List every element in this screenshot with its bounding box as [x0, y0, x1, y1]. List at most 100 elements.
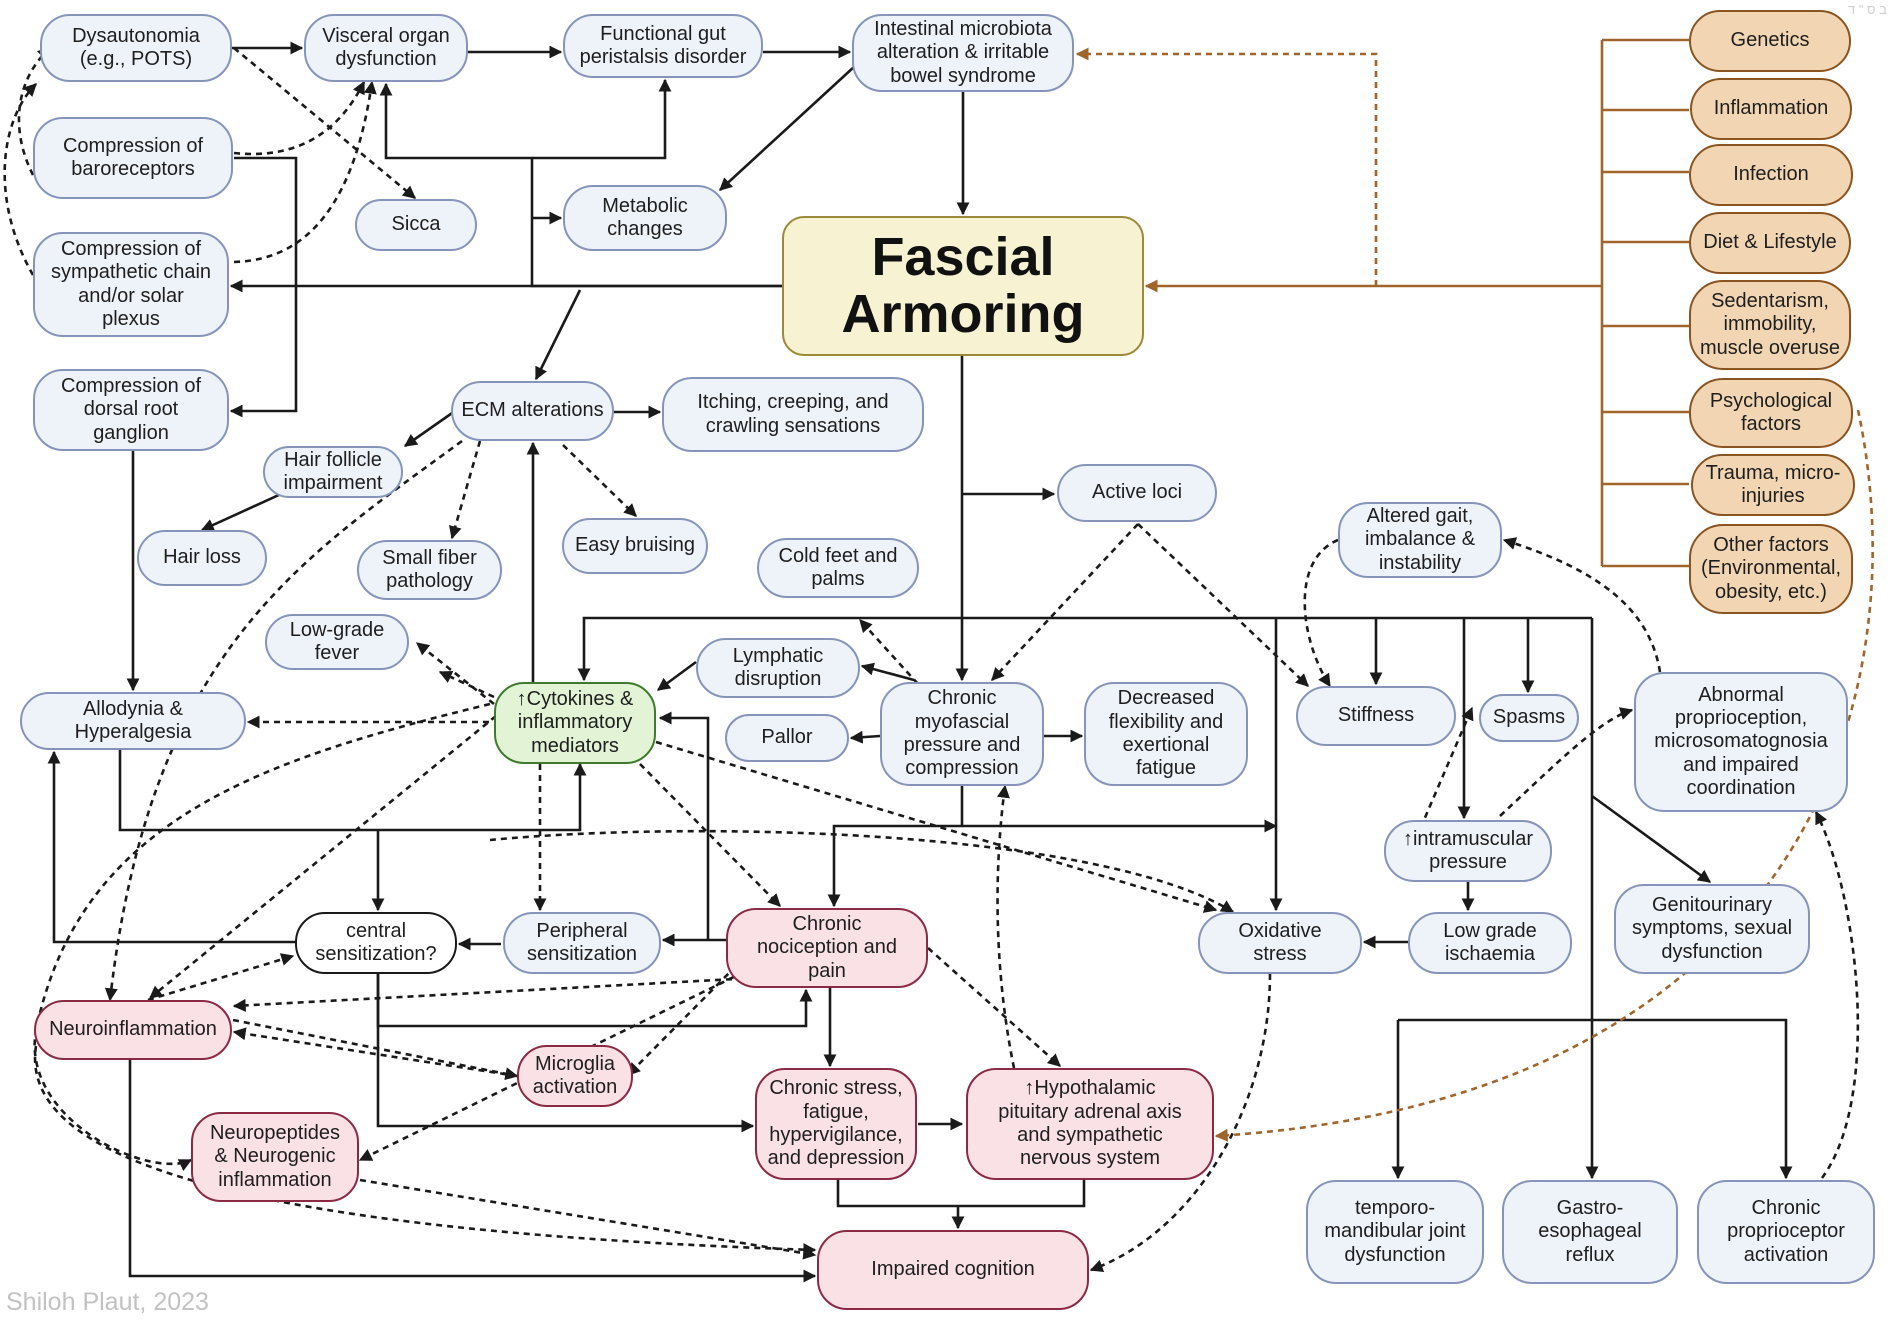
connector-69 [627, 965, 737, 1076]
connector-22 [448, 440, 482, 540]
connector-7 [532, 78, 672, 160]
connector-20 [403, 409, 456, 448]
connector-36 [991, 523, 1139, 681]
connector-74 [128, 1060, 817, 1283]
factor-6: Psychological factors [1689, 378, 1853, 448]
factor-3: Infection [1689, 144, 1853, 206]
connector-28 [415, 641, 495, 706]
connector-13 [17, 47, 51, 176]
factor-2: Inflammation [1690, 78, 1852, 140]
node-chronic-noci: Chronic nociception and pain [726, 908, 928, 988]
node-genitourinary: Genitourinary symptoms, sexual dysfuncti… [1614, 884, 1810, 974]
connector-18 [534, 289, 582, 381]
connector-10 [229, 156, 298, 418]
connector-12 [3, 83, 37, 276]
factor-4: Diet & Lifestyle [1689, 212, 1851, 274]
node-tmj: temporo- mandibular joint dysfunction [1306, 1180, 1484, 1284]
connector-38 [1303, 538, 1339, 688]
node-active-loci: Active loci [1057, 464, 1217, 522]
connector-62 [1499, 707, 1634, 817]
connector-95 [1075, 47, 1378, 286]
node-chronic-stress: Chronic stress, fatigue, hypervigilance,… [755, 1068, 917, 1180]
node-altered-gait: Altered gait, imbalance & instability [1338, 502, 1502, 578]
node-visceral: Visceral organ dysfunction [304, 14, 468, 82]
connector-31 [656, 660, 697, 692]
connector-lines [3, 38, 1874, 1283]
connector-52 [47, 750, 295, 944]
connector-32 [860, 662, 915, 682]
node-hair-loss: Hair loss [137, 530, 267, 586]
connector-25 [104, 439, 463, 1002]
connector-71 [147, 953, 295, 1002]
node-oxidative: Oxidative stress [1198, 912, 1362, 974]
node-cytokines: ↑Cytokines & inflammatory mediators [494, 682, 656, 764]
connector-59 [655, 740, 1218, 913]
connector-46 [1591, 794, 1712, 884]
connector-27 [438, 670, 495, 699]
connector-55 [658, 711, 710, 940]
connector-81 [927, 947, 1061, 1067]
node-abnormal-proprio: Abnormal proprioception, microsomatognos… [1634, 672, 1848, 812]
connector-77 [836, 1180, 1086, 1208]
author-credit: Shiloh Plaut, 2023 [6, 1288, 209, 1316]
factor-1: Genetics [1689, 10, 1851, 72]
node-hair-follicle: Hair follicle impairment [263, 446, 403, 498]
connector-40 [577, 616, 1592, 682]
node-intramuscular: ↑intramuscular pressure [1384, 820, 1552, 882]
node-central-sens: central sensitization? [295, 912, 457, 974]
node-dorsal-root: Compression of dorsal root ganglion [33, 369, 229, 451]
node-gerd: Gastro- esophageal reflux [1502, 1180, 1678, 1284]
node-low-grade-isch: Low grade ischaemia [1408, 912, 1572, 974]
node-functional-gut: Functional gut peristalsis disorder [563, 14, 763, 78]
connector-80 [33, 1045, 817, 1257]
connector-23 [562, 444, 637, 517]
connector-47 [827, 786, 964, 908]
connector-37 [1137, 523, 1309, 687]
connector-60 [489, 829, 1235, 914]
node-microglia: Microglia activation [517, 1045, 633, 1107]
connector-83 [1398, 1018, 1793, 1180]
connector-6 [379, 82, 782, 288]
node-baroreceptors: Compression of baroreceptors [33, 117, 233, 199]
node-impaired-cog: Impaired cognition [817, 1230, 1089, 1310]
connector-5 [719, 65, 856, 191]
node-stiffness: Stiffness [1296, 686, 1456, 746]
connector-79 [359, 1178, 817, 1260]
node-pallor: Pallor [725, 714, 849, 762]
node-lymphatic: Lymphatic disruption [696, 638, 860, 698]
node-decreased-flex: Decreased flexibility and exertional fat… [1084, 682, 1248, 786]
factor-5: Sedentarism, immobility, muscle overuse [1689, 280, 1851, 370]
connector-96 [1214, 409, 1874, 1142]
connector-67 [232, 1018, 519, 1081]
node-chronic-proprio: Chronic proprioceptor activation [1697, 1180, 1875, 1284]
factor-7: Trauma, micro- injuries [1691, 454, 1855, 516]
node-spasms: Spasms [1479, 694, 1579, 742]
node-peripheral-sens: Peripheral sensitization [503, 912, 661, 974]
node-microbiota: Intestinal microbiota alteration & irrit… [852, 14, 1074, 92]
node-hpa: ↑Hypothalamic pituitary adrenal axis and… [966, 1068, 1214, 1180]
connector-33 [859, 619, 919, 685]
node-neuropeptides: Neuropeptides & Neurogenic inflammation [191, 1112, 359, 1202]
connector-49 [996, 784, 1016, 1069]
node-small-fiber: Small fiber pathology [357, 540, 502, 600]
connector-14 [233, 80, 366, 156]
connector-50 [118, 750, 587, 832]
node-metabolic: Metabolic changes [563, 185, 727, 251]
connector-72 [148, 714, 497, 1000]
node-cold-feet: Cold feet and palms [757, 538, 919, 598]
connector-68 [232, 1027, 518, 1078]
node-dysautonomia: Dysautonomia (e.g., POTS) [40, 14, 232, 82]
connector-34 [849, 730, 881, 744]
node-allodynia: Allodynia & Hyperalgesia [20, 692, 246, 750]
connector-84 [1814, 810, 1860, 1179]
connector-57 [376, 974, 755, 1133]
node-sympathetic: Compression of sympathetic chain and/or … [33, 232, 229, 337]
connector-58 [639, 763, 781, 907]
node-easy-bruising: Easy bruising [562, 518, 708, 574]
node-ecm: ECM alterations [451, 381, 614, 441]
corner-mark: ב ס " ד [1848, 2, 1887, 17]
node-low-fever: Low-grade fever [265, 614, 409, 670]
connector-39 [1502, 537, 1662, 673]
node-itching: Itching, creeping, and crawling sensatio… [662, 377, 924, 452]
